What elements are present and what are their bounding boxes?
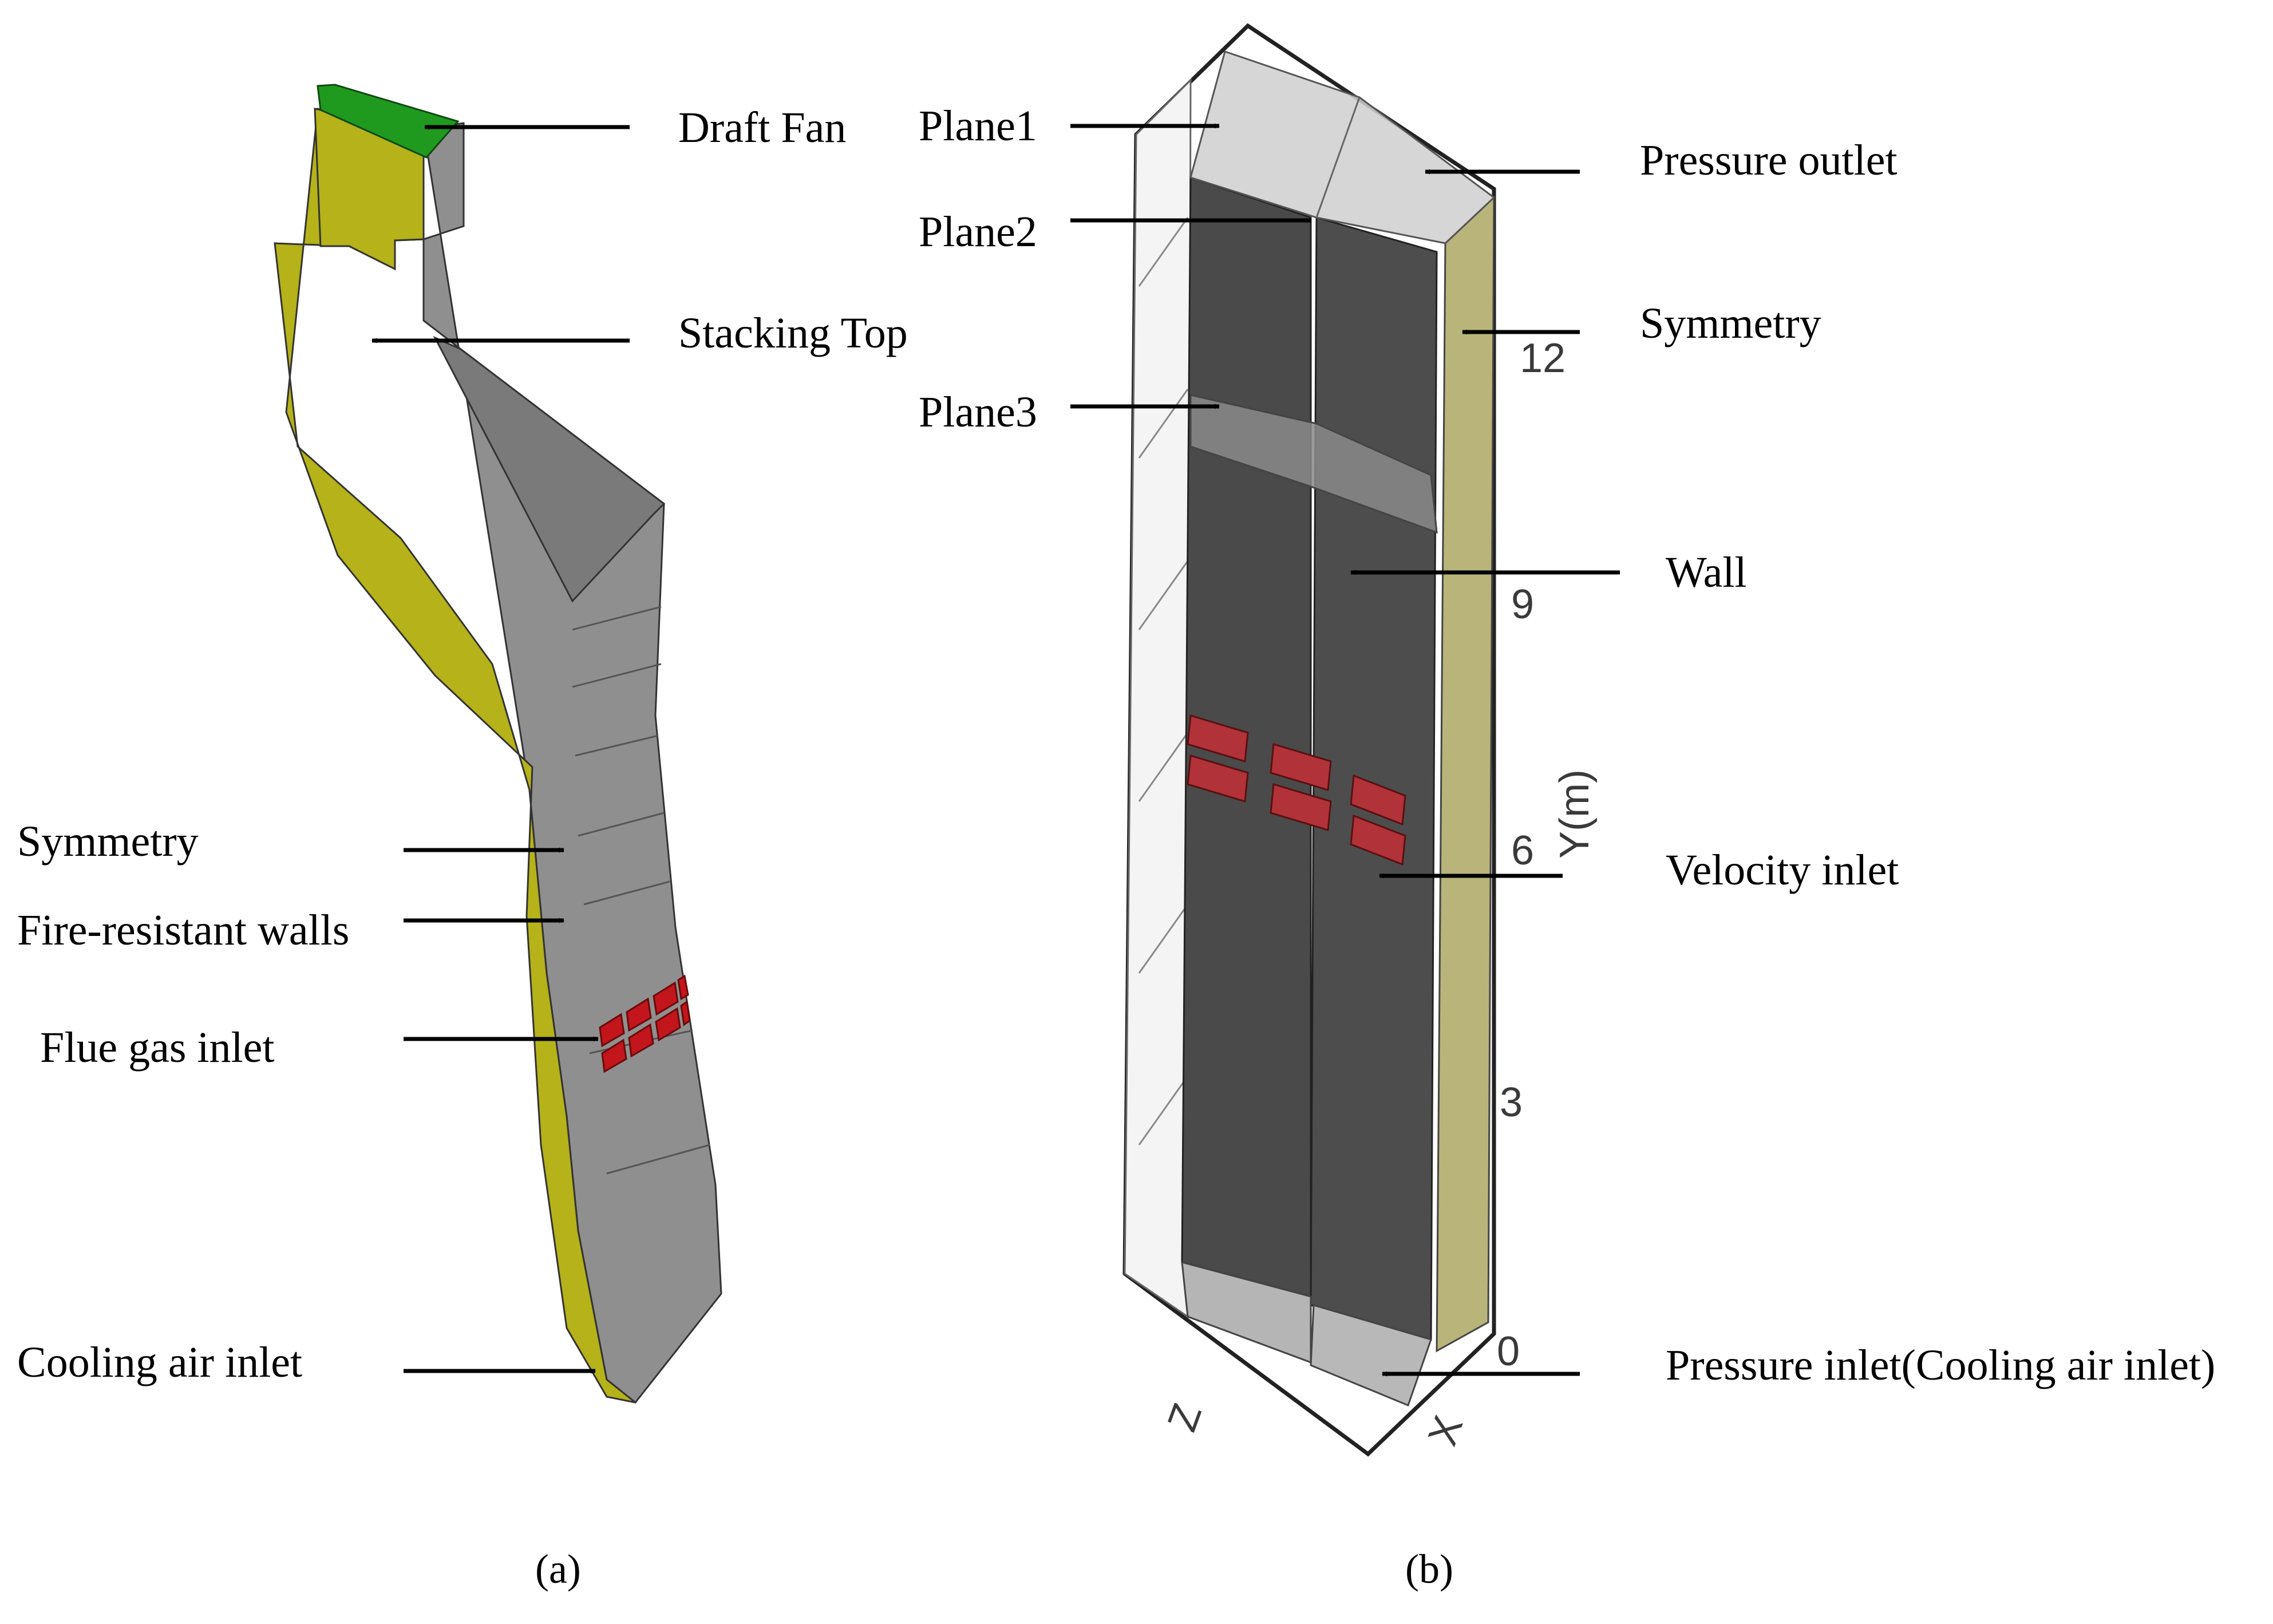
panel-b-arrows <box>1070 123 1620 1377</box>
label-stacking-top: Stacking Top <box>678 309 908 357</box>
panel-b-model <box>1122 23 1496 1457</box>
label-plane2: Plane2 <box>919 208 1037 256</box>
y-tick-3: 3 <box>1500 1080 1523 1125</box>
bottom-inlet-right <box>1310 1304 1432 1406</box>
symmetry-side-face <box>1436 195 1495 1353</box>
panel-a-model <box>274 84 722 1404</box>
wall-top-bevel <box>433 335 666 603</box>
velocity-inlet-ports <box>1187 714 1406 866</box>
label-flue-gas-inlet: Flue gas inlet <box>40 1024 275 1072</box>
label-plane1: Plane1 <box>919 102 1037 150</box>
flue-gas-inlet-ports <box>599 974 691 1073</box>
wall-segment-lines <box>572 606 710 1175</box>
y-tick-12: 12 <box>1520 335 1566 381</box>
panel-a-labels: Draft Fan Stacking Top Symmetry Fire-res… <box>17 104 908 1592</box>
label-plane3: Plane3 <box>919 388 1037 436</box>
y-tick-9: 9 <box>1511 582 1534 627</box>
label-symmetry-b: Symmetry <box>1640 299 1821 347</box>
panel-b-labels: Plane1 Plane2 Plane3 Pressure outlet Sym… <box>919 102 2215 1592</box>
label-fire-resistant-walls: Fire-resistant walls <box>17 906 349 954</box>
label-pressure-inlet: Pressure inlet(Cooling air inlet) <box>1666 1341 2215 1389</box>
caption-b: (b) <box>1405 1546 1453 1592</box>
z-axis-label: Z <box>1159 1398 1211 1437</box>
draft-fan-face <box>317 84 460 159</box>
label-cooling-air-inlet: Cooling air inlet <box>17 1338 302 1386</box>
label-wall: Wall <box>1666 548 1747 596</box>
y-tick-0: 0 <box>1497 1329 1520 1374</box>
label-pressure-outlet: Pressure outlet <box>1640 136 1898 184</box>
y-tick-6: 6 <box>1511 828 1534 874</box>
label-draft-fan: Draft Fan <box>678 104 846 152</box>
plane3-band <box>1189 394 1438 534</box>
label-symmetry-a: Symmetry <box>17 817 199 866</box>
panel-a-arrows <box>371 124 630 1374</box>
x-axis-label: X <box>1420 1410 1472 1451</box>
label-velocity-inlet: Velocity inlet <box>1666 846 1899 894</box>
caption-a: (a) <box>535 1546 581 1592</box>
left-boundary-face <box>1124 78 1192 1318</box>
boundary-hatch <box>1138 217 1189 1145</box>
y-axis-label: Y(m) <box>1552 769 1598 859</box>
